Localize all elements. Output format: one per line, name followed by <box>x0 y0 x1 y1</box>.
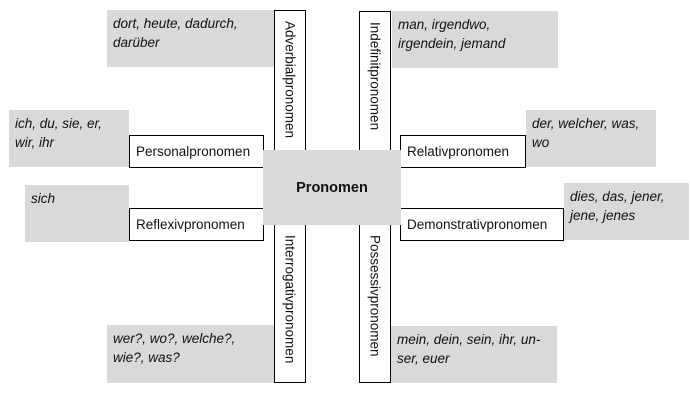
demonstrativpronomen-box: Demonstrativpronomen <box>400 208 564 241</box>
reflexiv-examples: sich <box>25 185 129 242</box>
relativ-examples: der, welcher, was, wo <box>526 110 656 167</box>
adverbialpronomen-box: Adverbialpronomen <box>274 10 306 151</box>
possessivpronomen-label: Possessivpronomen <box>367 235 383 357</box>
personal-examples-line-1: ich, du, sie, er, <box>15 116 103 131</box>
adverbialpronomen-label: Adverbialpronomen <box>282 21 298 139</box>
relativpronomen-label: Relativpronomen <box>407 144 510 159</box>
reflexiv-examples-line-1: sich <box>31 191 56 206</box>
possessivpronomen-box: Possessivpronomen <box>359 224 391 383</box>
possessiv-examples-line-2: ser, euer <box>397 351 450 366</box>
indefinitpronomen-box: Indefinitpronomen <box>359 11 391 151</box>
demonstrativ-examples-line-1: dies, das, jener, <box>570 189 665 204</box>
reflexivpronomen-box: Reflexivpronomen <box>129 208 264 241</box>
reflexivpronomen-label: Reflexivpronomen <box>136 217 245 232</box>
possessiv-examples: mein, dein, sein, ihr, un- ser, euer <box>391 326 557 383</box>
personal-examples-line-2: wir, ihr <box>15 135 55 150</box>
interrogativpronomen-box: Interrogativpronomen <box>274 224 306 383</box>
demonstrativ-examples-line-2: jene, jenes <box>570 208 636 223</box>
indefinit-examples-line-2: irgendein, jemand <box>398 36 506 51</box>
indefinit-examples: man, irgendwo, irgendein, jemand <box>392 11 558 68</box>
adverbial-examples-line-2: darüber <box>113 35 160 50</box>
pronomen-center-node: Pronomen <box>263 150 401 225</box>
possessiv-examples-line-1: mein, dein, sein, ihr, un- <box>397 332 541 347</box>
interrogativ-examples: wer?, wo?, welche?, wie?, was? <box>107 325 274 383</box>
pronomen-title: Pronomen <box>296 179 368 196</box>
demonstrativpronomen-label: Demonstrativpronomen <box>407 217 548 232</box>
indefinit-examples-line-1: man, irgendwo, <box>398 17 491 32</box>
relativ-examples-line-1: der, welcher, was, <box>532 116 640 131</box>
interrogativ-examples-line-1: wer?, wo?, welche?, <box>113 331 236 346</box>
interrogativpronomen-label: Interrogativpronomen <box>282 235 298 364</box>
interrogativ-examples-line-2: wie?, was? <box>113 350 180 365</box>
adverbial-examples: dort, heute, dadurch, darüber <box>107 10 274 67</box>
personalpronomen-box: Personalpronomen <box>129 135 264 168</box>
relativ-examples-line-2: wo <box>532 135 550 150</box>
personalpronomen-label: Personalpronomen <box>136 144 251 159</box>
adverbial-examples-line-1: dort, heute, dadurch, <box>113 16 238 31</box>
demonstrativ-examples: dies, das, jener, jene, jenes <box>564 183 689 240</box>
relativpronomen-box: Relativpronomen <box>400 135 526 168</box>
indefinitpronomen-label: Indefinitpronomen <box>367 22 383 131</box>
personal-examples: ich, du, sie, er, wir, ihr <box>9 110 129 167</box>
